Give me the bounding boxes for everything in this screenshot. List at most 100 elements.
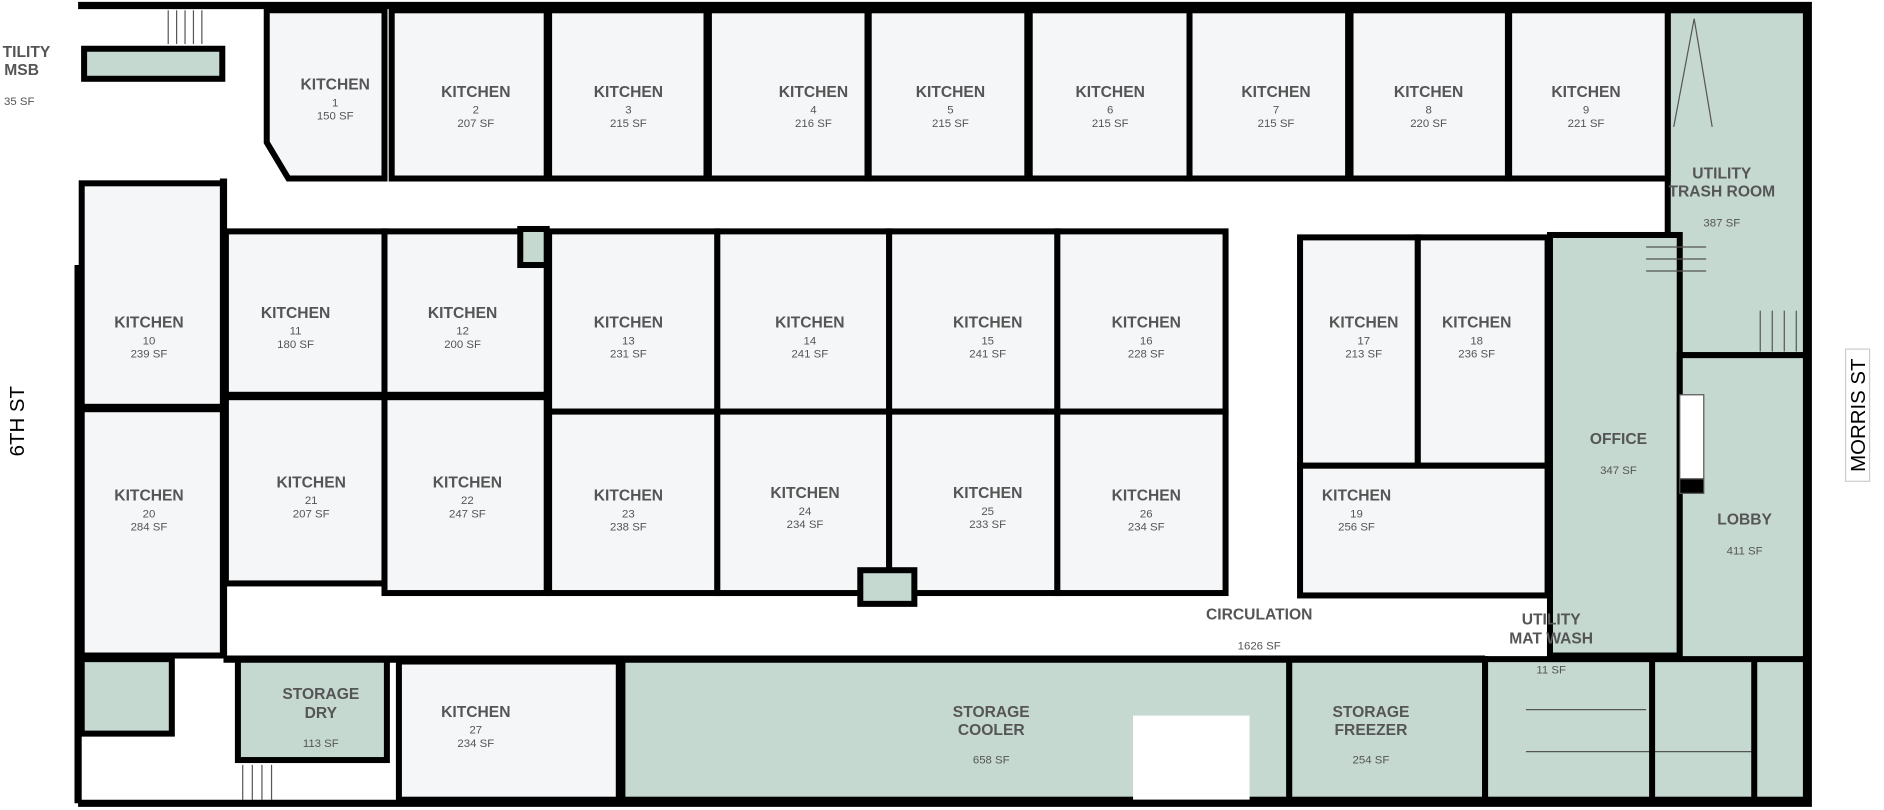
kitchen-area: 207 SF (457, 118, 494, 130)
kitchen-14[interactable] (714, 228, 893, 415)
kitchen-number: 12 (456, 326, 469, 338)
kitchen-name: KITCHEN (594, 488, 663, 505)
kitchen-6[interactable] (1026, 7, 1193, 182)
storage-freezer-label-2: FREEZER (1335, 722, 1408, 739)
kitchen-number: 11 (290, 326, 302, 338)
kitchen-area: 233 SF (969, 519, 1006, 531)
kitchen-7[interactable] (1186, 7, 1352, 182)
utility-msb-room[interactable] (81, 45, 226, 82)
kitchen-name: KITCHEN (775, 315, 844, 332)
kitchen-number: 27 (469, 725, 482, 737)
storage-room-small (78, 656, 175, 737)
kitchen-number: 18 (1470, 335, 1483, 347)
street-6th: 6TH ST (7, 386, 29, 456)
office-label: OFFICE (1590, 431, 1647, 448)
kitchen-name: KITCHEN (441, 84, 510, 101)
kitchen-area: 150 SF (317, 111, 354, 123)
kitchen-22[interactable] (381, 394, 550, 597)
kitchen-8[interactable] (1347, 7, 1511, 182)
kitchen-area: 241 SF (791, 349, 828, 361)
utility-msb-area: 35 SF (4, 96, 34, 108)
kitchen-number: 10 (143, 335, 156, 347)
kitchen-number: 1 (332, 97, 338, 109)
storage-freezer-label-1: STORAGE (1332, 704, 1409, 721)
kitchen-number: 2 (473, 105, 479, 117)
kitchen-number: 25 (981, 506, 994, 518)
circulation-label: CIRCULATION (1206, 606, 1312, 623)
kitchen-number: 14 (803, 335, 816, 347)
utility-trash-room[interactable] (1664, 7, 1809, 359)
kitchen-name: KITCHEN (953, 485, 1022, 502)
kitchen-area: 213 SF (1345, 349, 1382, 361)
kitchen-area: 256 SF (1338, 522, 1375, 534)
kitchen-number: 5 (947, 105, 953, 117)
storage-cooler-label-2: COOLER (958, 722, 1025, 739)
kitchen-1[interactable] (263, 7, 388, 182)
exterior-walls (74, 1, 1812, 807)
kitchen-name: KITCHEN (1442, 315, 1511, 332)
kitchen-2[interactable] (388, 7, 550, 182)
kitchen-area: 221 SF (1568, 118, 1605, 130)
kitchen-27[interactable] (395, 658, 622, 803)
kitchen-number: 19 (1350, 508, 1363, 520)
kitchen-name: KITCHEN (428, 305, 497, 322)
kitchen-3[interactable] (546, 7, 710, 182)
kitchen-number: 17 (1357, 335, 1370, 347)
kitchen-area: 200 SF (444, 339, 481, 351)
kitchen-5[interactable] (865, 7, 1031, 182)
kitchen-10[interactable] (78, 180, 227, 410)
kitchen-number: 15 (981, 335, 994, 347)
kitchen-4[interactable] (705, 7, 871, 182)
kitchen-area: 180 SF (277, 339, 314, 351)
storage-cooler-area: 658 SF (973, 755, 1010, 767)
kitchen-26[interactable] (1054, 408, 1229, 597)
kitchen-21[interactable] (222, 394, 388, 587)
kitchen-16[interactable] (1054, 228, 1229, 415)
kitchen-name: KITCHEN (1112, 315, 1181, 332)
kitchen-25[interactable] (886, 408, 1061, 597)
kitchen-name: KITCHEN (277, 474, 346, 491)
office-area: 347 SF (1600, 465, 1637, 477)
kitchen-19[interactable] (1297, 462, 1551, 599)
kitchen-area: 234 SF (457, 738, 494, 750)
lobby-area: 411 SF (1727, 546, 1763, 558)
kitchen-name: KITCHEN (261, 305, 330, 322)
office-room[interactable] (1546, 231, 1683, 659)
kitchen-name: KITCHEN (1076, 84, 1145, 101)
mat-wash-label-2: MAT WASH (1509, 631, 1593, 648)
kitchen-18[interactable] (1414, 234, 1551, 469)
kitchen-name: KITCHEN (441, 704, 510, 721)
kitchen-number: 24 (799, 506, 812, 518)
kitchen-area: 215 SF (932, 118, 969, 130)
kitchen-name: KITCHEN (953, 315, 1022, 332)
storage-cooler-label-1: STORAGE (953, 704, 1030, 721)
kitchen-area: 220 SF (1410, 118, 1447, 130)
kitchen-number: 26 (1140, 508, 1153, 520)
kitchen-area: 284 SF (131, 522, 168, 534)
kitchen-number: 9 (1583, 105, 1589, 117)
kitchen-24[interactable] (714, 408, 893, 597)
kitchen-area: 234 SF (787, 519, 824, 531)
kitchen-name: KITCHEN (770, 485, 839, 502)
utility-mat-wash-room[interactable] (1482, 656, 1809, 803)
kitchen-name: KITCHEN (779, 84, 848, 101)
kitchen-name: KITCHEN (301, 77, 370, 94)
storage-dry-room[interactable] (234, 656, 390, 764)
kitchen-number: 13 (622, 335, 635, 347)
street-morris: MORRIS ST (1848, 359, 1870, 472)
kitchen-number: 3 (625, 105, 631, 117)
mat-wash-area: 11 SF (1536, 665, 1566, 677)
kitchen-name: KITCHEN (1551, 84, 1620, 101)
kitchen-number: 22 (461, 495, 474, 507)
kitchen-number: 23 (622, 508, 635, 520)
storage-dry-label-2: DRY (305, 705, 338, 722)
kitchen-name: KITCHEN (114, 315, 183, 332)
kitchen-number: 6 (1107, 105, 1113, 117)
kitchen-name: KITCHEN (1394, 84, 1463, 101)
kitchen-name: KITCHEN (1322, 488, 1391, 505)
kitchen-15[interactable] (886, 228, 1061, 415)
kitchen-area: 238 SF (610, 522, 647, 534)
kitchen-9[interactable] (1506, 7, 1671, 182)
kitchen-area: 234 SF (1128, 522, 1165, 534)
